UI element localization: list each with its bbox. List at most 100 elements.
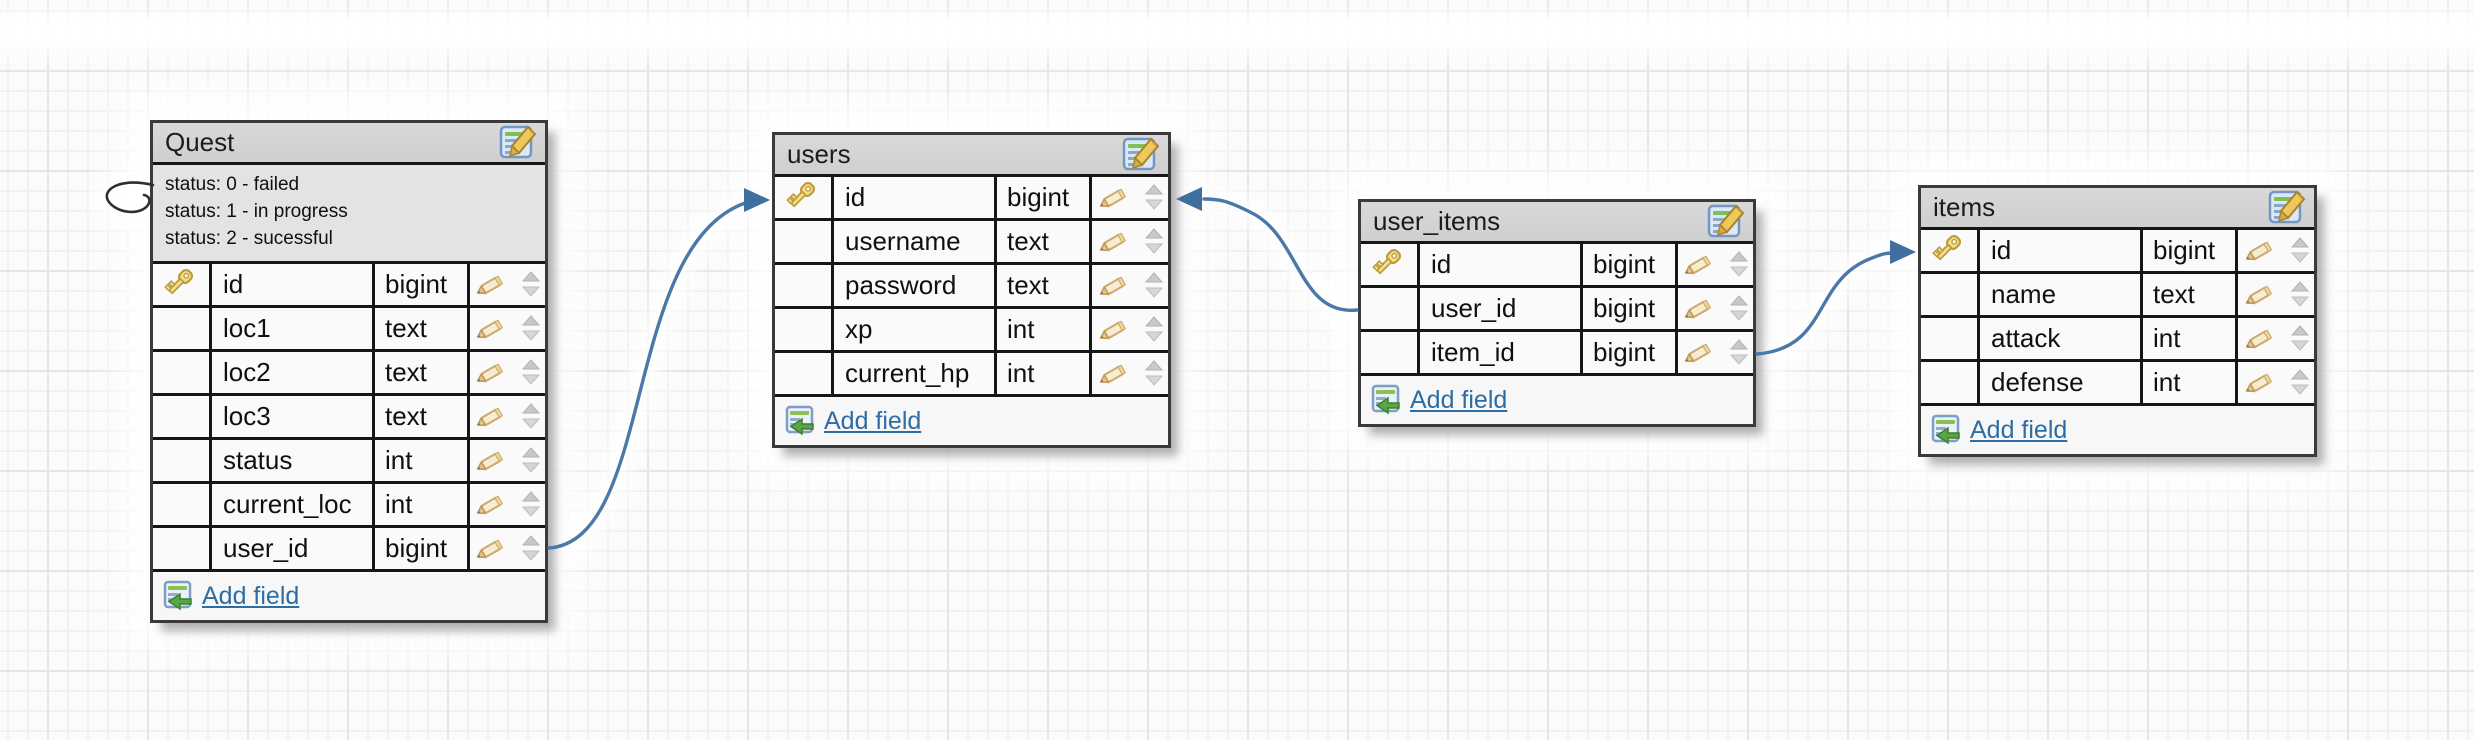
- reorder-field-icon[interactable]: [1144, 359, 1164, 389]
- reorder-field-icon[interactable]: [521, 358, 541, 388]
- edit-field-pencil-icon[interactable]: [474, 447, 508, 475]
- edit-field-pencil-icon[interactable]: [474, 359, 508, 387]
- field-row-loc3[interactable]: loc3 text: [153, 396, 545, 440]
- table-header[interactable]: items: [1921, 188, 2314, 230]
- reorder-field-icon[interactable]: [2290, 368, 2310, 398]
- add-field-link[interactable]: Add field: [1410, 385, 1508, 414]
- reorder-field-icon[interactable]: [2290, 236, 2310, 266]
- field-name: username: [834, 221, 997, 262]
- field-row-xp[interactable]: xp int: [775, 309, 1168, 353]
- key-cell: [1921, 230, 1980, 271]
- field-row-user_id[interactable]: user_id bigint: [153, 528, 545, 572]
- field-row-item_id[interactable]: item_id bigint: [1361, 332, 1753, 376]
- add-field-icon[interactable]: [785, 405, 815, 437]
- reorder-field-icon[interactable]: [521, 534, 541, 564]
- reorder-field-icon[interactable]: [1729, 250, 1749, 280]
- field-actions: [1678, 332, 1753, 373]
- field-list: id bigint: [153, 264, 545, 572]
- field-row-name[interactable]: name text: [1921, 274, 2314, 318]
- edit-field-pencil-icon[interactable]: [1097, 360, 1131, 388]
- reorder-field-icon[interactable]: [1144, 271, 1164, 301]
- reorder-field-icon[interactable]: [2290, 324, 2310, 354]
- field-row-id[interactable]: id bigint: [1921, 230, 2314, 274]
- field-name: attack: [1980, 318, 2143, 359]
- edit-field-pencil-icon[interactable]: [474, 271, 508, 299]
- field-row-attack[interactable]: attack int: [1921, 318, 2314, 362]
- field-row-username[interactable]: username text: [775, 221, 1168, 265]
- reorder-field-icon[interactable]: [1144, 315, 1164, 345]
- edit-field-pencil-icon[interactable]: [2243, 325, 2277, 353]
- add-field-link[interactable]: Add field: [202, 581, 300, 610]
- reorder-field-icon[interactable]: [521, 270, 541, 300]
- add-field-link[interactable]: Add field: [1970, 415, 2068, 444]
- add-field-icon[interactable]: [1931, 414, 1961, 446]
- edit-field-pencil-icon[interactable]: [2243, 369, 2277, 397]
- field-type: int: [997, 309, 1092, 350]
- reorder-field-icon[interactable]: [521, 490, 541, 520]
- field-name: id: [212, 264, 375, 305]
- edit-field-pencil-icon[interactable]: [474, 403, 508, 431]
- edit-table-icon[interactable]: [1707, 203, 1745, 241]
- key-cell: [153, 264, 212, 305]
- add-field-link[interactable]: Add field: [824, 406, 922, 435]
- reorder-field-icon[interactable]: [521, 402, 541, 432]
- reorder-field-icon[interactable]: [521, 446, 541, 476]
- field-row-loc2[interactable]: loc2 text: [153, 352, 545, 396]
- field-name: id: [1420, 244, 1583, 285]
- field-row-current_loc[interactable]: current_loc int: [153, 484, 545, 528]
- field-actions: [1678, 288, 1753, 329]
- table-title: Quest: [165, 127, 235, 157]
- field-row-id[interactable]: id bigint: [153, 264, 545, 308]
- edit-field-pencil-icon[interactable]: [1682, 295, 1716, 323]
- add-field-icon[interactable]: [1371, 384, 1401, 416]
- field-row-loc1[interactable]: loc1 text: [153, 308, 545, 352]
- table-header[interactable]: Quest: [153, 123, 545, 165]
- reorder-field-icon[interactable]: [1729, 338, 1749, 368]
- reorder-field-icon[interactable]: [521, 314, 541, 344]
- edit-field-pencil-icon[interactable]: [1097, 184, 1131, 212]
- add-field-icon[interactable]: [163, 580, 193, 612]
- key-cell: [153, 352, 212, 393]
- field-row-defense[interactable]: defense int: [1921, 362, 2314, 406]
- field-type: text: [997, 221, 1092, 262]
- field-row-current_hp[interactable]: current_hp int: [775, 353, 1168, 397]
- key-cell: [1921, 318, 1980, 359]
- table-header[interactable]: user_items: [1361, 202, 1753, 244]
- key-cell: [153, 528, 212, 569]
- edit-field-pencil-icon[interactable]: [1097, 316, 1131, 344]
- key-cell: [1361, 288, 1420, 329]
- edit-table-icon[interactable]: [2268, 189, 2306, 227]
- edit-field-pencil-icon[interactable]: [474, 535, 508, 563]
- reorder-field-icon[interactable]: [2290, 280, 2310, 310]
- reorder-field-icon[interactable]: [1729, 294, 1749, 324]
- edit-field-pencil-icon[interactable]: [2243, 237, 2277, 265]
- field-name: user_id: [212, 528, 375, 569]
- table-header[interactable]: users: [775, 135, 1168, 177]
- edit-field-pencil-icon[interactable]: [1097, 272, 1131, 300]
- field-actions: [2238, 274, 2314, 315]
- edit-table-icon[interactable]: [499, 124, 537, 162]
- key-cell: [1361, 244, 1420, 285]
- field-actions: [1678, 244, 1753, 285]
- edit-field-pencil-icon[interactable]: [1682, 251, 1716, 279]
- field-actions: [470, 396, 545, 437]
- field-row-user_id[interactable]: user_id bigint: [1361, 288, 1753, 332]
- field-row-id[interactable]: id bigint: [775, 177, 1168, 221]
- edit-field-pencil-icon[interactable]: [1097, 228, 1131, 256]
- edit-field-pencil-icon[interactable]: [1682, 339, 1716, 367]
- reorder-field-icon[interactable]: [1144, 227, 1164, 257]
- key-cell: [153, 440, 212, 481]
- edit-field-pencil-icon[interactable]: [474, 491, 508, 519]
- edit-table-icon[interactable]: [1122, 136, 1160, 174]
- table-users: users: [772, 132, 1171, 448]
- field-row-status[interactable]: status int: [153, 440, 545, 484]
- edit-field-pencil-icon[interactable]: [2243, 281, 2277, 309]
- field-actions: [2238, 318, 2314, 359]
- field-row-id[interactable]: id bigint: [1361, 244, 1753, 288]
- key-cell: [153, 484, 212, 525]
- field-row-password[interactable]: password text: [775, 265, 1168, 309]
- edit-field-pencil-icon[interactable]: [474, 315, 508, 343]
- reorder-field-icon[interactable]: [1144, 183, 1164, 213]
- field-type: text: [375, 352, 470, 393]
